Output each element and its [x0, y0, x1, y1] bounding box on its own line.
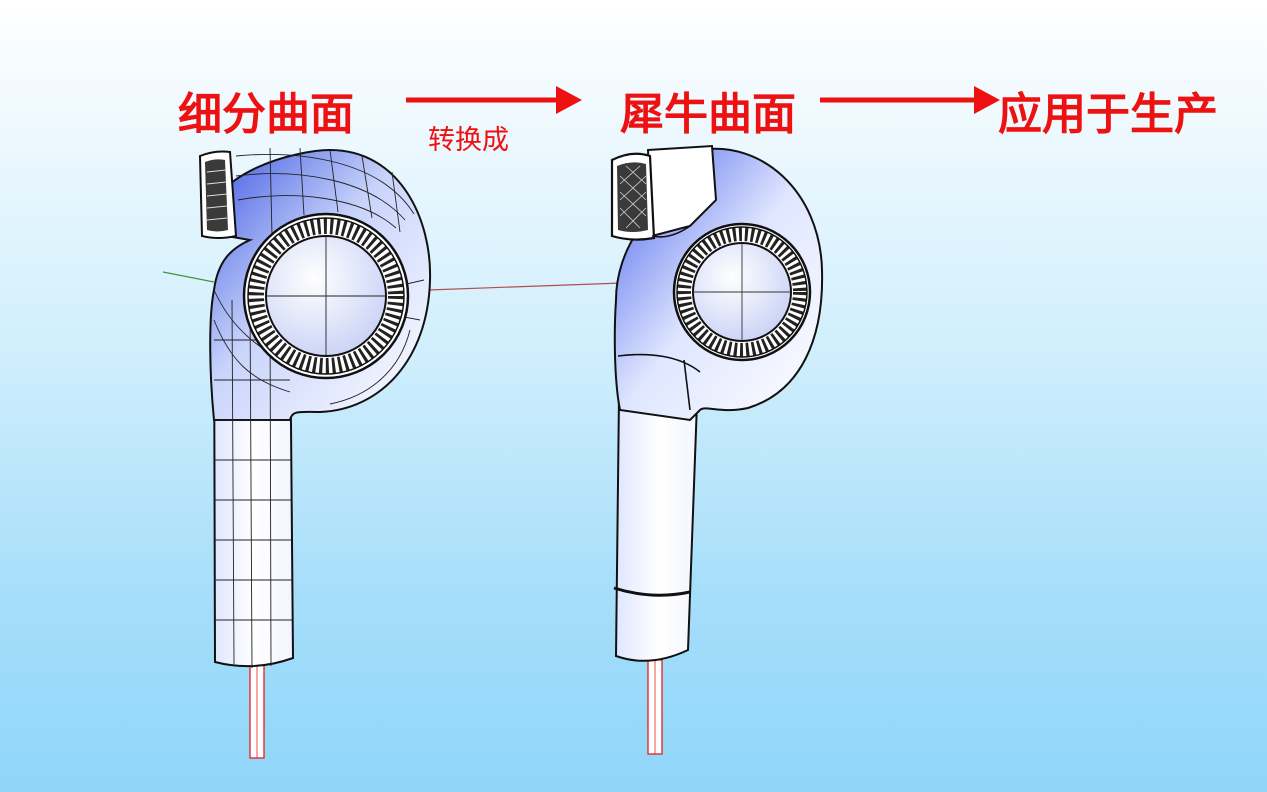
arrow-production	[820, 86, 1000, 114]
arrow-convert	[406, 86, 582, 114]
y-axis-line	[162, 271, 215, 283]
subd-model[interactable]	[198, 147, 432, 759]
apply-production-label: 应用于生产	[998, 89, 1218, 140]
x-axis-line	[427, 282, 623, 291]
nurbs-surface-label: 犀牛曲面	[620, 89, 796, 140]
subd-surface-label: 细分曲面	[178, 89, 354, 140]
convert-to-label: 转换成	[428, 125, 509, 156]
nurbs-model[interactable]	[610, 144, 824, 755]
